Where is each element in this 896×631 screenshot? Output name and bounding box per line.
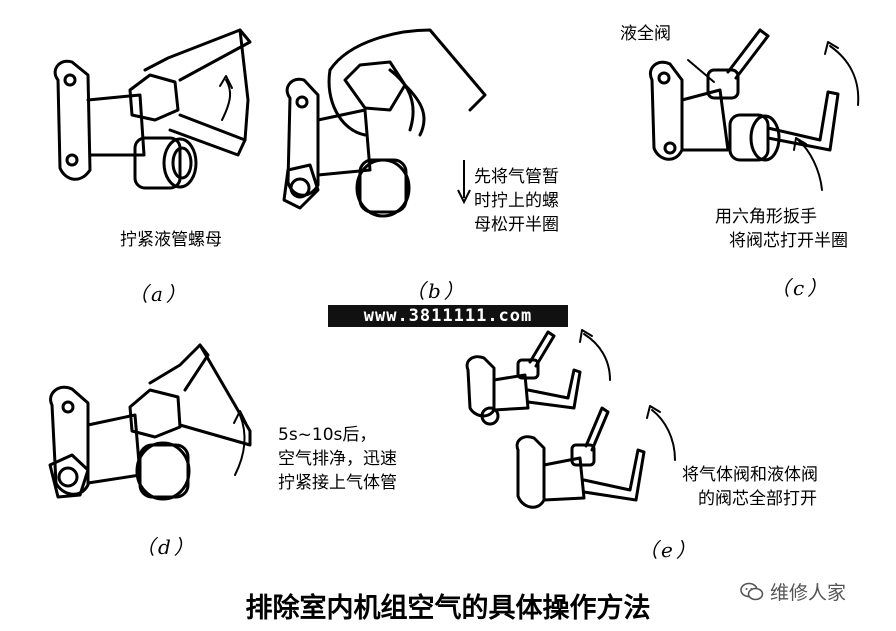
- panel-a-tag: （a）: [128, 282, 189, 306]
- panel-b: 先将气管暂 时拧上的螺 母松开半圈 （b）: [270, 10, 600, 303]
- brand-name: 维修人家: [770, 582, 847, 604]
- panel-a: 拧紧液管螺母 （a）: [40, 20, 290, 306]
- brand-watermark: 维修人家: [740, 578, 846, 605]
- panel-d: 5s~10s后， 空气排净，迅速 拧紧接上气体管 （d）: [40, 335, 480, 565]
- panel-d-tag: （d）: [135, 535, 197, 559]
- tighten-gas-pipe-illustration: [48, 343, 252, 501]
- panel-c-tag: （c）: [770, 276, 831, 300]
- panel-b-tag: （b）: [405, 279, 467, 303]
- panel-c: 液全阀 用六角形扳手 将阀芯打开半圈 （c）: [610, 10, 895, 300]
- panel-b-caption: 先将气管暂 时拧上的螺 母松开半圈: [474, 167, 559, 235]
- panel-d-caption: 5s~10s后， 空气排净，迅速 拧紧接上气体管: [278, 425, 397, 493]
- panel-e-caption: 将气体阀和液体阀 的阀芯全部打开: [682, 465, 818, 509]
- panel-e-tag: （e）: [638, 538, 699, 562]
- watermark-banner: www.3811111.com: [328, 305, 568, 327]
- hand-loosening-nut-illustration: [282, 28, 487, 218]
- panel-c-caption: 用六角形扳手 将阀芯打开半圈: [715, 207, 848, 251]
- liquid-valve-illustration: [649, 28, 860, 191]
- wechat-icon: [740, 582, 764, 600]
- open-both-valves-illustration: [465, 329, 676, 509]
- panel-e: 将气体阀和液体阀 的阀芯全部打开 （e）: [460, 320, 896, 570]
- figure-title: 排除室内机组空气的具体操作方法: [245, 593, 651, 624]
- valve-wrench-illustration: [53, 28, 252, 190]
- liquid-valve-label: 液全阀: [620, 24, 671, 44]
- panel-a-caption: 拧紧液管螺母: [120, 230, 222, 250]
